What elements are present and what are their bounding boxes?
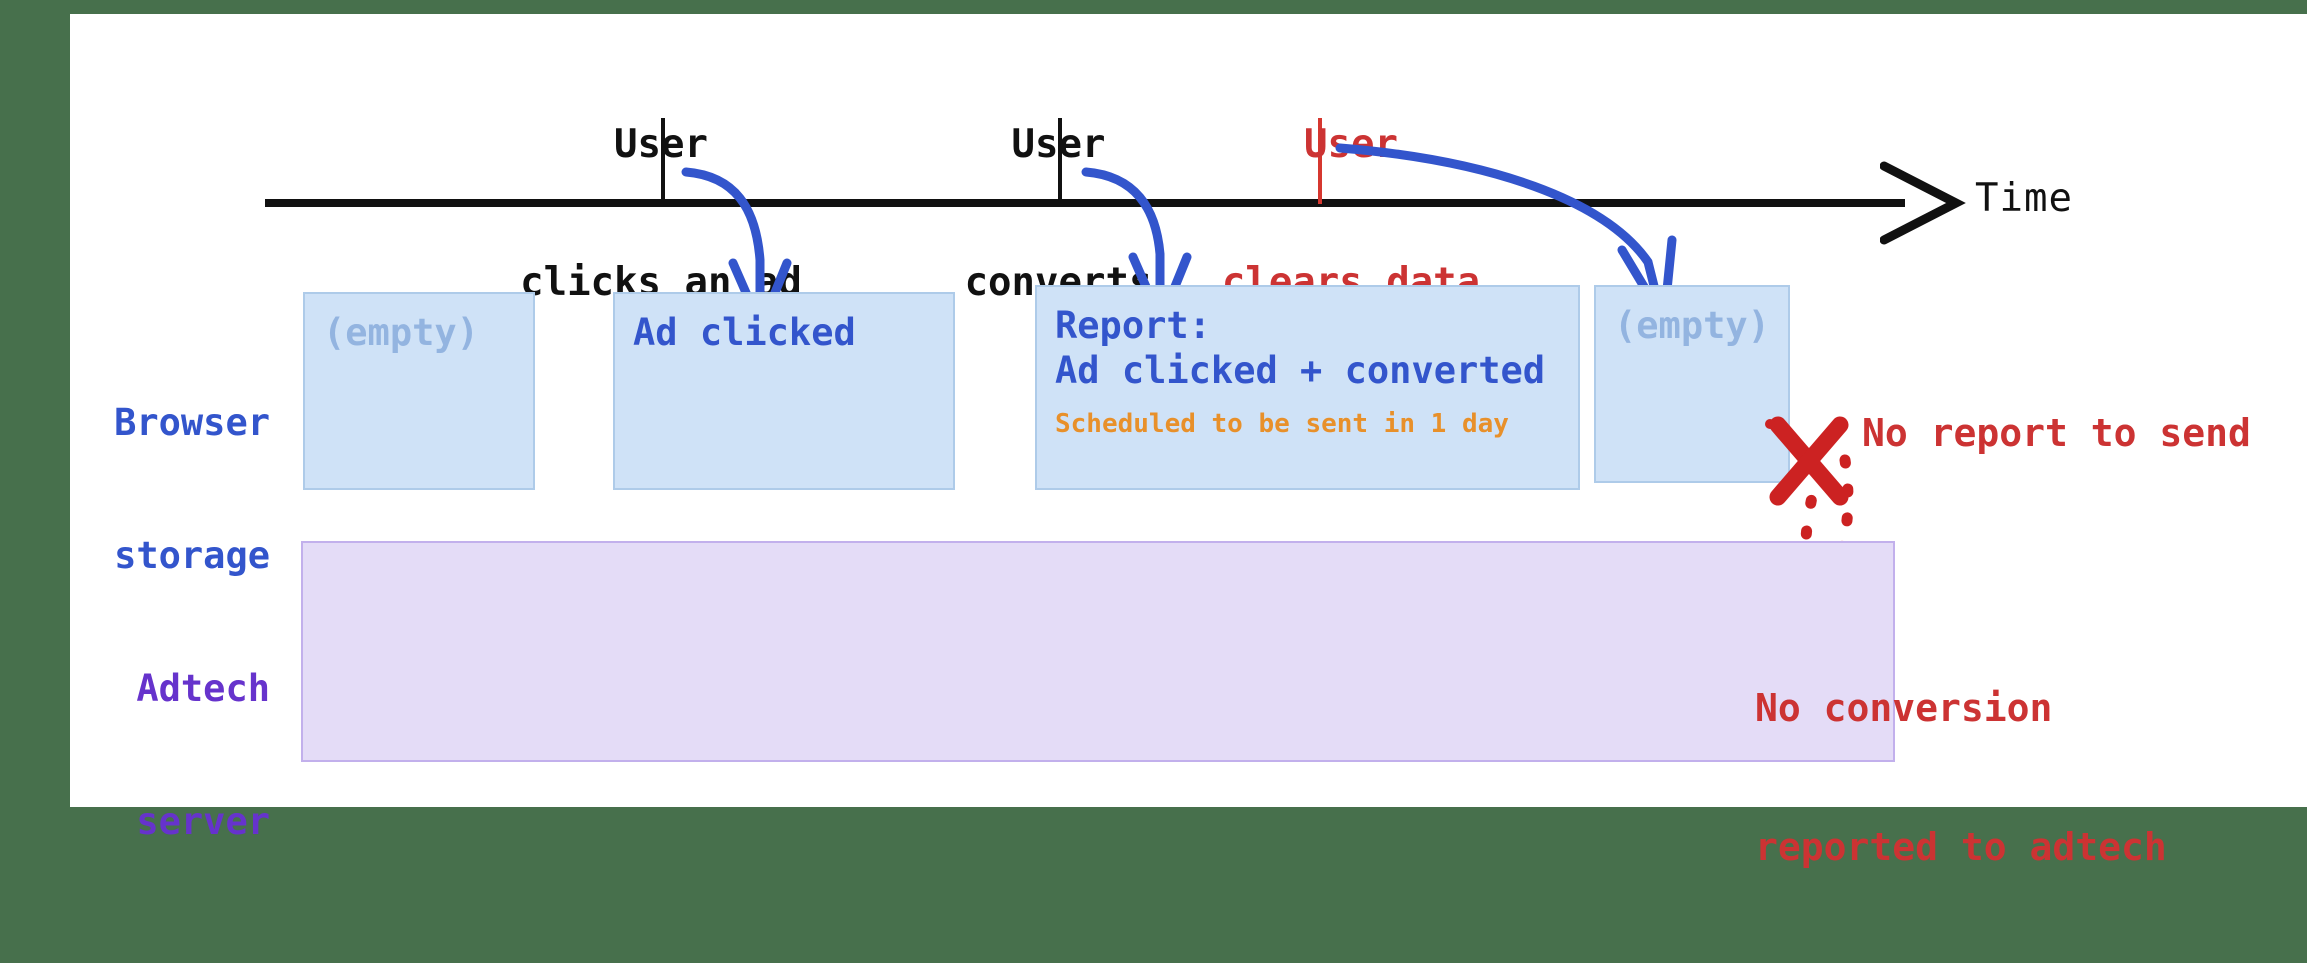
event-label-convert-line1: User [1011, 122, 1106, 168]
annotation-no-conversion-line1: No conversion [1755, 685, 2053, 730]
storage-box-empty-cleared: (empty) [1594, 285, 1790, 483]
storage-box-report: Report: Ad clicked + converted Scheduled… [1035, 285, 1580, 490]
tick-mark-clear [1318, 118, 1322, 204]
storage-box-4-line-1: (empty) [1614, 304, 1770, 347]
row-label-browser-line2: storage [114, 533, 270, 577]
annotation-no-report-to-send: No report to send [1862, 411, 2251, 455]
timeline-axis-label: Time [1975, 176, 2073, 221]
storage-box-empty-initial: (empty) [303, 292, 535, 490]
storage-box-2-line-1: Ad clicked [633, 311, 856, 354]
storage-box-3-schedule-note: Scheduled to be sent in 1 day [1055, 409, 1509, 440]
row-label-browser-line1: Browser [114, 400, 270, 444]
event-label-click-line1: User [614, 122, 708, 168]
storage-box-3-line-2: Ad clicked + converted [1055, 349, 1546, 393]
storage-box-1-line-1: (empty) [323, 311, 479, 354]
diagram-canvas: Time User clicks an ad User converts Use… [70, 14, 2307, 869]
adtech-server-box [301, 541, 1895, 762]
tick-mark-convert [1058, 118, 1062, 204]
tick-mark-click [661, 118, 665, 204]
row-label-browser-storage: Browser storage [80, 312, 270, 667]
row-label-adtech-server: Adtech server [80, 578, 270, 933]
annotation-no-conversion-reported: No conversion reported to adtech [1755, 592, 2167, 963]
annotation-no-conversion-line2: reported to adtech [1755, 824, 2167, 869]
storage-box-3-line-1: Report: [1055, 304, 1211, 347]
row-label-adtech-line1: Adtech [136, 666, 270, 710]
timeline-arrowhead-icon [1880, 161, 1966, 245]
storage-box-ad-clicked: Ad clicked [613, 292, 955, 490]
event-label-clear-line1: User [1304, 122, 1398, 168]
